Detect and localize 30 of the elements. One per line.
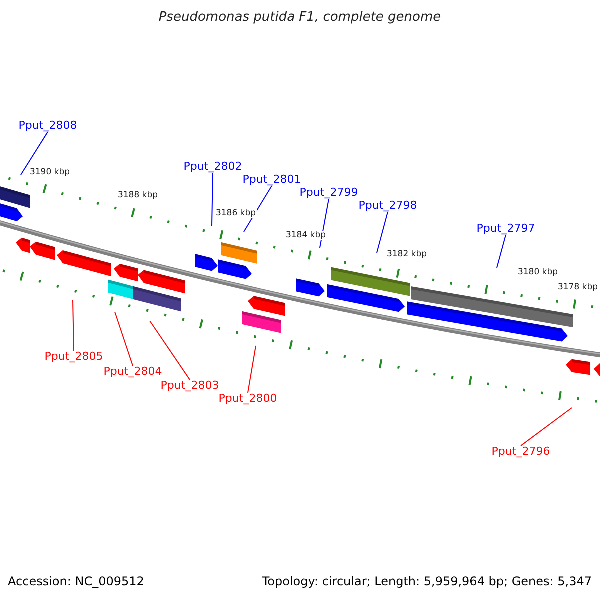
gene-label: Pput_2804	[104, 366, 162, 378]
leader-line	[114, 312, 134, 366]
leader-line	[212, 172, 214, 226]
scale-label: 3178 kbp	[556, 283, 600, 293]
gene-label: Pput_2801	[242, 174, 302, 186]
leader-line	[20, 132, 48, 176]
gene-label: Pput_2803	[160, 380, 220, 392]
scale-label: 3190 kbp	[28, 168, 72, 178]
title: Pseudomonas putida F1, complete genome	[158, 10, 442, 26]
scale-label: 3182 kbp	[386, 250, 428, 260]
leader-line	[496, 234, 506, 268]
gene-label: Pput_2796	[492, 446, 550, 458]
leader-line	[520, 408, 572, 446]
gene-label: Pput_2797	[476, 222, 536, 236]
leader-line	[72, 300, 74, 352]
gene-label: Pput_2798	[358, 200, 418, 212]
leader-line	[376, 212, 388, 254]
leader-line	[248, 346, 256, 394]
scale-label: 3186 kbp	[214, 209, 258, 219]
gene-label: Pput_2808	[18, 120, 78, 132]
gene-label: Pput_2800	[218, 392, 278, 406]
gene-label: Pput_2799	[300, 186, 358, 200]
scale-label: 3184 kbp	[284, 231, 328, 241]
scale-label: 3188 kbp	[116, 191, 160, 201]
gene-label: Pput_2802	[184, 160, 242, 174]
leader-line	[150, 320, 190, 380]
footer-text: Topology: circular; Length: 5,959,964 bp; Genes: 5,347	[262, 575, 592, 589]
scale-label: 3180 kbp	[516, 268, 560, 278]
gene-label: Pput_2805	[44, 350, 104, 364]
footer-text: Accession: NC_009512	[8, 575, 144, 589]
